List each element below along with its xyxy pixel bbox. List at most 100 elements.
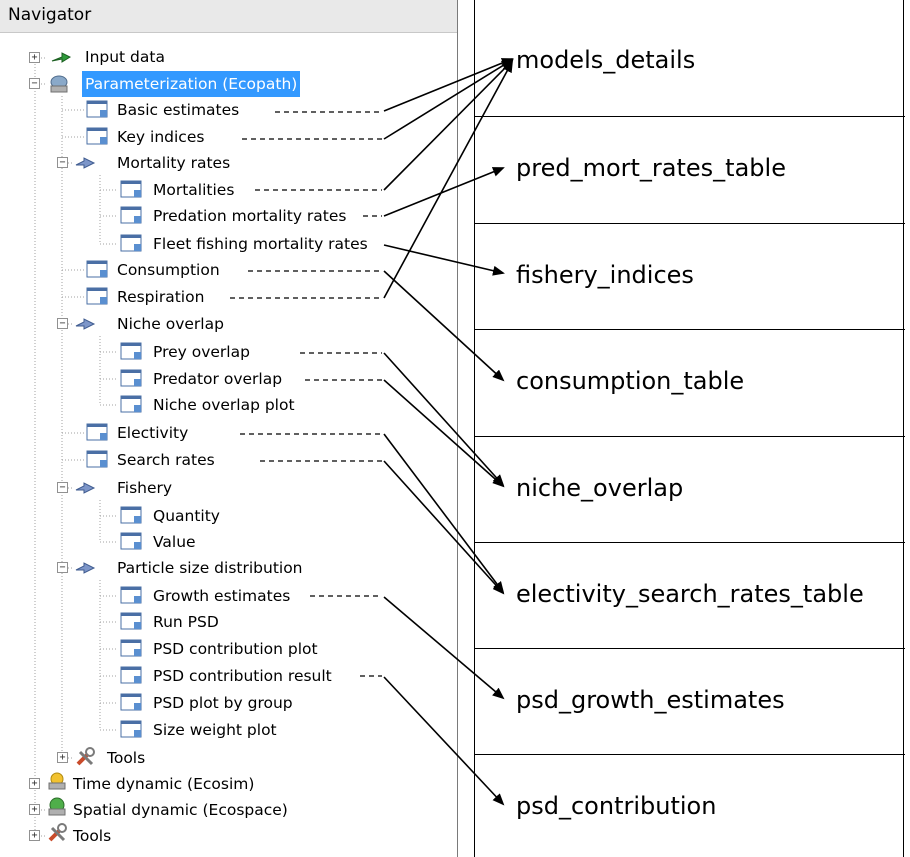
output-tables-panel: models_details pred_mort_rates_table fis… bbox=[474, 0, 905, 857]
arrow-mortalities bbox=[383, 59, 514, 191]
form-page-icon bbox=[86, 287, 108, 305]
output-label: niche_overlap bbox=[516, 474, 684, 502]
expand-tools[interactable]: + bbox=[29, 830, 40, 841]
collapse-particle-size[interactable]: − bbox=[57, 562, 68, 573]
ecosim-sun-icon bbox=[48, 772, 66, 790]
collapse-mortality-rates[interactable]: − bbox=[57, 157, 68, 168]
tree-item-basic-estimates[interactable]: Basic estimates bbox=[117, 101, 240, 119]
output-label: psd_contribution bbox=[516, 792, 717, 820]
output-box-pred-mort-rates-table: pred_mort_rates_table bbox=[475, 116, 905, 223]
mapping-arrows bbox=[383, 58, 514, 806]
arrow-psd-contribution-result bbox=[383, 676, 505, 806]
tools-icon bbox=[76, 747, 95, 766]
tree-item-fishery[interactable]: Fishery bbox=[117, 479, 173, 497]
tree-item-particle-size-distribution[interactable]: Particle size distribution bbox=[117, 559, 303, 577]
tree-item-prey-overlap[interactable]: Prey overlap bbox=[153, 343, 250, 361]
output-box-niche-overlap: niche_overlap bbox=[475, 436, 905, 542]
arrow-key-indices bbox=[383, 58, 514, 140]
expand-ecosim[interactable]: + bbox=[29, 778, 40, 789]
form-page-icon bbox=[86, 423, 108, 441]
output-label: consumption_table bbox=[516, 367, 745, 395]
tree-lines bbox=[34, 57, 116, 840]
tree-item-predation-mortality-rates[interactable]: Predation mortality rates bbox=[153, 207, 347, 225]
form-page-icon bbox=[86, 450, 108, 468]
expand-tools-sub[interactable]: + bbox=[57, 752, 68, 763]
tree-item-psd-contribution-plot[interactable]: PSD contribution plot bbox=[153, 640, 318, 658]
tree-item-run-psd[interactable]: Run PSD bbox=[153, 613, 219, 631]
folder-arrow-icon bbox=[75, 157, 96, 169]
tree-item-key-indices[interactable]: Key indices bbox=[117, 128, 205, 146]
navigator-tree: + − − − − − + + + + Input data Parameter… bbox=[29, 48, 368, 845]
tree-item-consumption[interactable]: Consumption bbox=[117, 261, 220, 279]
tree-item-niche-overlap-plot[interactable]: Niche overlap plot bbox=[153, 396, 295, 414]
output-label: models_details bbox=[516, 46, 696, 74]
tree-item-input-data[interactable]: Input data bbox=[85, 48, 165, 66]
output-box-psd-growth-estimates: psd_growth_estimates bbox=[475, 648, 905, 754]
arrow-consumption bbox=[383, 270, 505, 382]
output-box-psd-contribution: psd_contribution bbox=[475, 754, 905, 857]
navigator-header: Navigator bbox=[0, 0, 457, 33]
tree-item-tools-sub[interactable]: Tools bbox=[107, 749, 146, 767]
tree-item-value[interactable]: Value bbox=[153, 533, 196, 551]
tree-item-mortality-rates[interactable]: Mortality rates bbox=[117, 154, 231, 172]
form-page-icon bbox=[120, 720, 142, 738]
tree-item-mortalities[interactable]: Mortalities bbox=[153, 181, 235, 199]
form-page-icon bbox=[120, 693, 142, 711]
form-page-icon bbox=[120, 342, 142, 360]
arrow-predation-mortality-rates bbox=[383, 167, 505, 217]
form-page-icon bbox=[120, 395, 142, 413]
arrow-basic-estimates bbox=[383, 58, 514, 112]
tools-icon bbox=[48, 823, 67, 842]
output-box-consumption-table: consumption_table bbox=[475, 329, 905, 436]
tree-item-quantity[interactable]: Quantity bbox=[153, 507, 220, 525]
form-page-icon bbox=[120, 612, 142, 630]
folder-arrow-icon bbox=[75, 318, 96, 330]
tree-item-ecospace[interactable]: Spatial dynamic (Ecospace) bbox=[73, 801, 288, 819]
tree-item-fleet-fishing-mortality-rates[interactable]: Fleet fishing mortality rates bbox=[153, 235, 368, 253]
tree-item-ecosim[interactable]: Time dynamic (Ecosim) bbox=[73, 775, 255, 793]
output-label: electivity_search_rates_table bbox=[516, 580, 864, 608]
form-page-icon bbox=[86, 260, 108, 278]
expand-input-data[interactable]: + bbox=[29, 52, 40, 63]
arrow-electivity bbox=[383, 433, 505, 594]
expand-ecospace[interactable]: + bbox=[29, 804, 40, 815]
output-label: pred_mort_rates_table bbox=[516, 154, 786, 182]
tree-item-electivity[interactable]: Electivity bbox=[117, 424, 189, 442]
tree-item-size-weight-plot[interactable]: Size weight plot bbox=[153, 721, 277, 739]
arrow-predator-overlap bbox=[383, 379, 505, 488]
output-label: fishery_indices bbox=[516, 261, 694, 289]
tree-item-psd-plot-by-group[interactable]: PSD plot by group bbox=[153, 694, 293, 712]
arrow-fleet-fishing-mortality-rates bbox=[383, 244, 505, 276]
tree-item-parameterization[interactable]: Parameterization (Ecopath) bbox=[82, 71, 301, 97]
form-page-icon bbox=[120, 234, 142, 252]
tree-item-respiration[interactable]: Respiration bbox=[117, 288, 205, 306]
tree-item-growth-estimates[interactable]: Growth estimates bbox=[153, 587, 291, 605]
tree-item-niche-overlap[interactable]: Niche overlap bbox=[117, 315, 224, 333]
arrow-search-rates bbox=[383, 460, 505, 595]
navigator-title: Navigator bbox=[8, 5, 92, 25]
form-page-icon bbox=[120, 639, 142, 657]
folder-arrow-icon bbox=[75, 482, 96, 494]
output-box-fishery-indices: fishery_indices bbox=[475, 223, 905, 329]
navigator-panel: Navigator bbox=[0, 0, 458, 857]
arrow-respiration bbox=[383, 60, 513, 299]
collapse-niche-overlap[interactable]: − bbox=[57, 318, 68, 329]
form-page-icon bbox=[86, 127, 108, 145]
collapse-parameterization[interactable]: − bbox=[29, 78, 40, 89]
collapse-fishery[interactable]: − bbox=[57, 482, 68, 493]
tree-item-search-rates[interactable]: Search rates bbox=[117, 451, 215, 469]
form-page-icon bbox=[120, 666, 142, 684]
form-page-icon bbox=[86, 100, 108, 118]
form-page-icon bbox=[120, 180, 142, 198]
form-page-icon bbox=[120, 532, 142, 550]
tree-item-psd-contribution-result[interactable]: PSD contribution result bbox=[153, 667, 332, 685]
ecopath-globe-icon bbox=[50, 75, 68, 93]
output-label: psd_growth_estimates bbox=[516, 686, 785, 714]
tree-item-predator-overlap[interactable]: Predator overlap bbox=[153, 370, 283, 388]
tree-item-tools[interactable]: Tools bbox=[73, 827, 112, 845]
input-data-arrow-icon bbox=[51, 52, 72, 63]
form-page-icon bbox=[120, 586, 142, 604]
dashed-leaders bbox=[230, 111, 382, 677]
form-page-icon bbox=[120, 369, 142, 387]
